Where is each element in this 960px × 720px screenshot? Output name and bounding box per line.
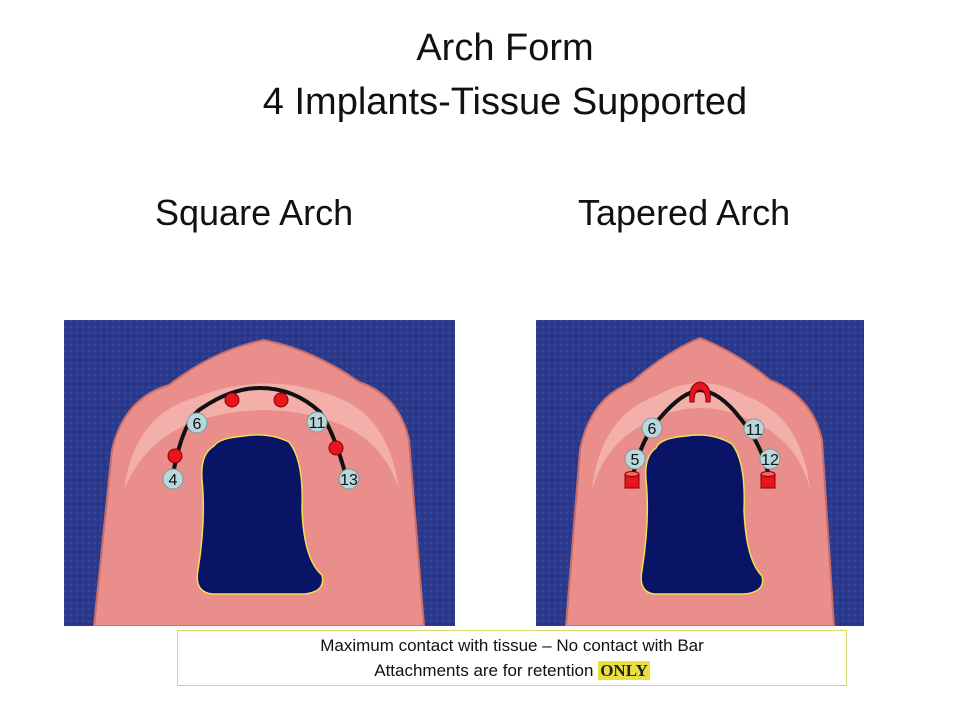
tooth-label-11: 11 [306, 411, 328, 433]
tapered-arch-photo: 6 11 5 12 [536, 320, 864, 626]
cylinder-attachment [760, 471, 776, 489]
implant-marker [224, 392, 240, 408]
teeth-ridge [592, 383, 810, 490]
tapered-arch-heading: Tapered Arch [578, 192, 791, 233]
tooth-label-5: 5 [624, 448, 646, 470]
svg-text:13: 13 [340, 472, 358, 489]
svg-text:6: 6 [193, 416, 202, 433]
svg-text:11: 11 [746, 422, 763, 439]
cylinder-attachment [624, 471, 640, 489]
palate-opening [196, 434, 324, 595]
note-line1: Maximum contact with tissue – No contact… [320, 636, 704, 655]
retention-note: Maximum contact with tissue – No contact… [177, 630, 847, 686]
svg-text:4: 4 [169, 472, 178, 489]
svg-text:12: 12 [761, 452, 779, 469]
svg-text:5: 5 [631, 452, 640, 469]
implant-marker [328, 440, 344, 456]
note-line2-text: Attachments are for retention [374, 661, 599, 680]
square-arch-photo: 6 11 4 13 [64, 320, 455, 626]
square-arch-illustration: 6 11 4 13 [64, 320, 455, 626]
teeth-ridge [124, 383, 399, 490]
implant-marker [167, 448, 183, 464]
tooth-label-11: 11 [743, 418, 765, 440]
implant-marker [273, 392, 289, 408]
note-only-emphasis: ONLY [598, 661, 650, 680]
tooth-label-6: 6 [641, 417, 663, 439]
svg-text:11: 11 [309, 415, 326, 432]
tooth-label-4: 4 [162, 468, 184, 490]
slide-title-line2: 4 Implants-Tissue Supported [262, 81, 748, 123]
palate-opening [640, 434, 764, 595]
svg-text:6: 6 [648, 421, 657, 438]
tooth-label-13: 13 [338, 468, 360, 490]
note-line2: Attachments are for retention ONLY [178, 661, 846, 681]
center-clip [689, 381, 711, 403]
tooth-label-12: 12 [759, 448, 781, 470]
square-arch-heading: Square Arch [155, 192, 354, 233]
slide-title-line1: Arch Form [416, 27, 594, 69]
tapered-arch-illustration: 6 11 5 12 [536, 320, 864, 626]
tooth-label-6: 6 [186, 412, 208, 434]
